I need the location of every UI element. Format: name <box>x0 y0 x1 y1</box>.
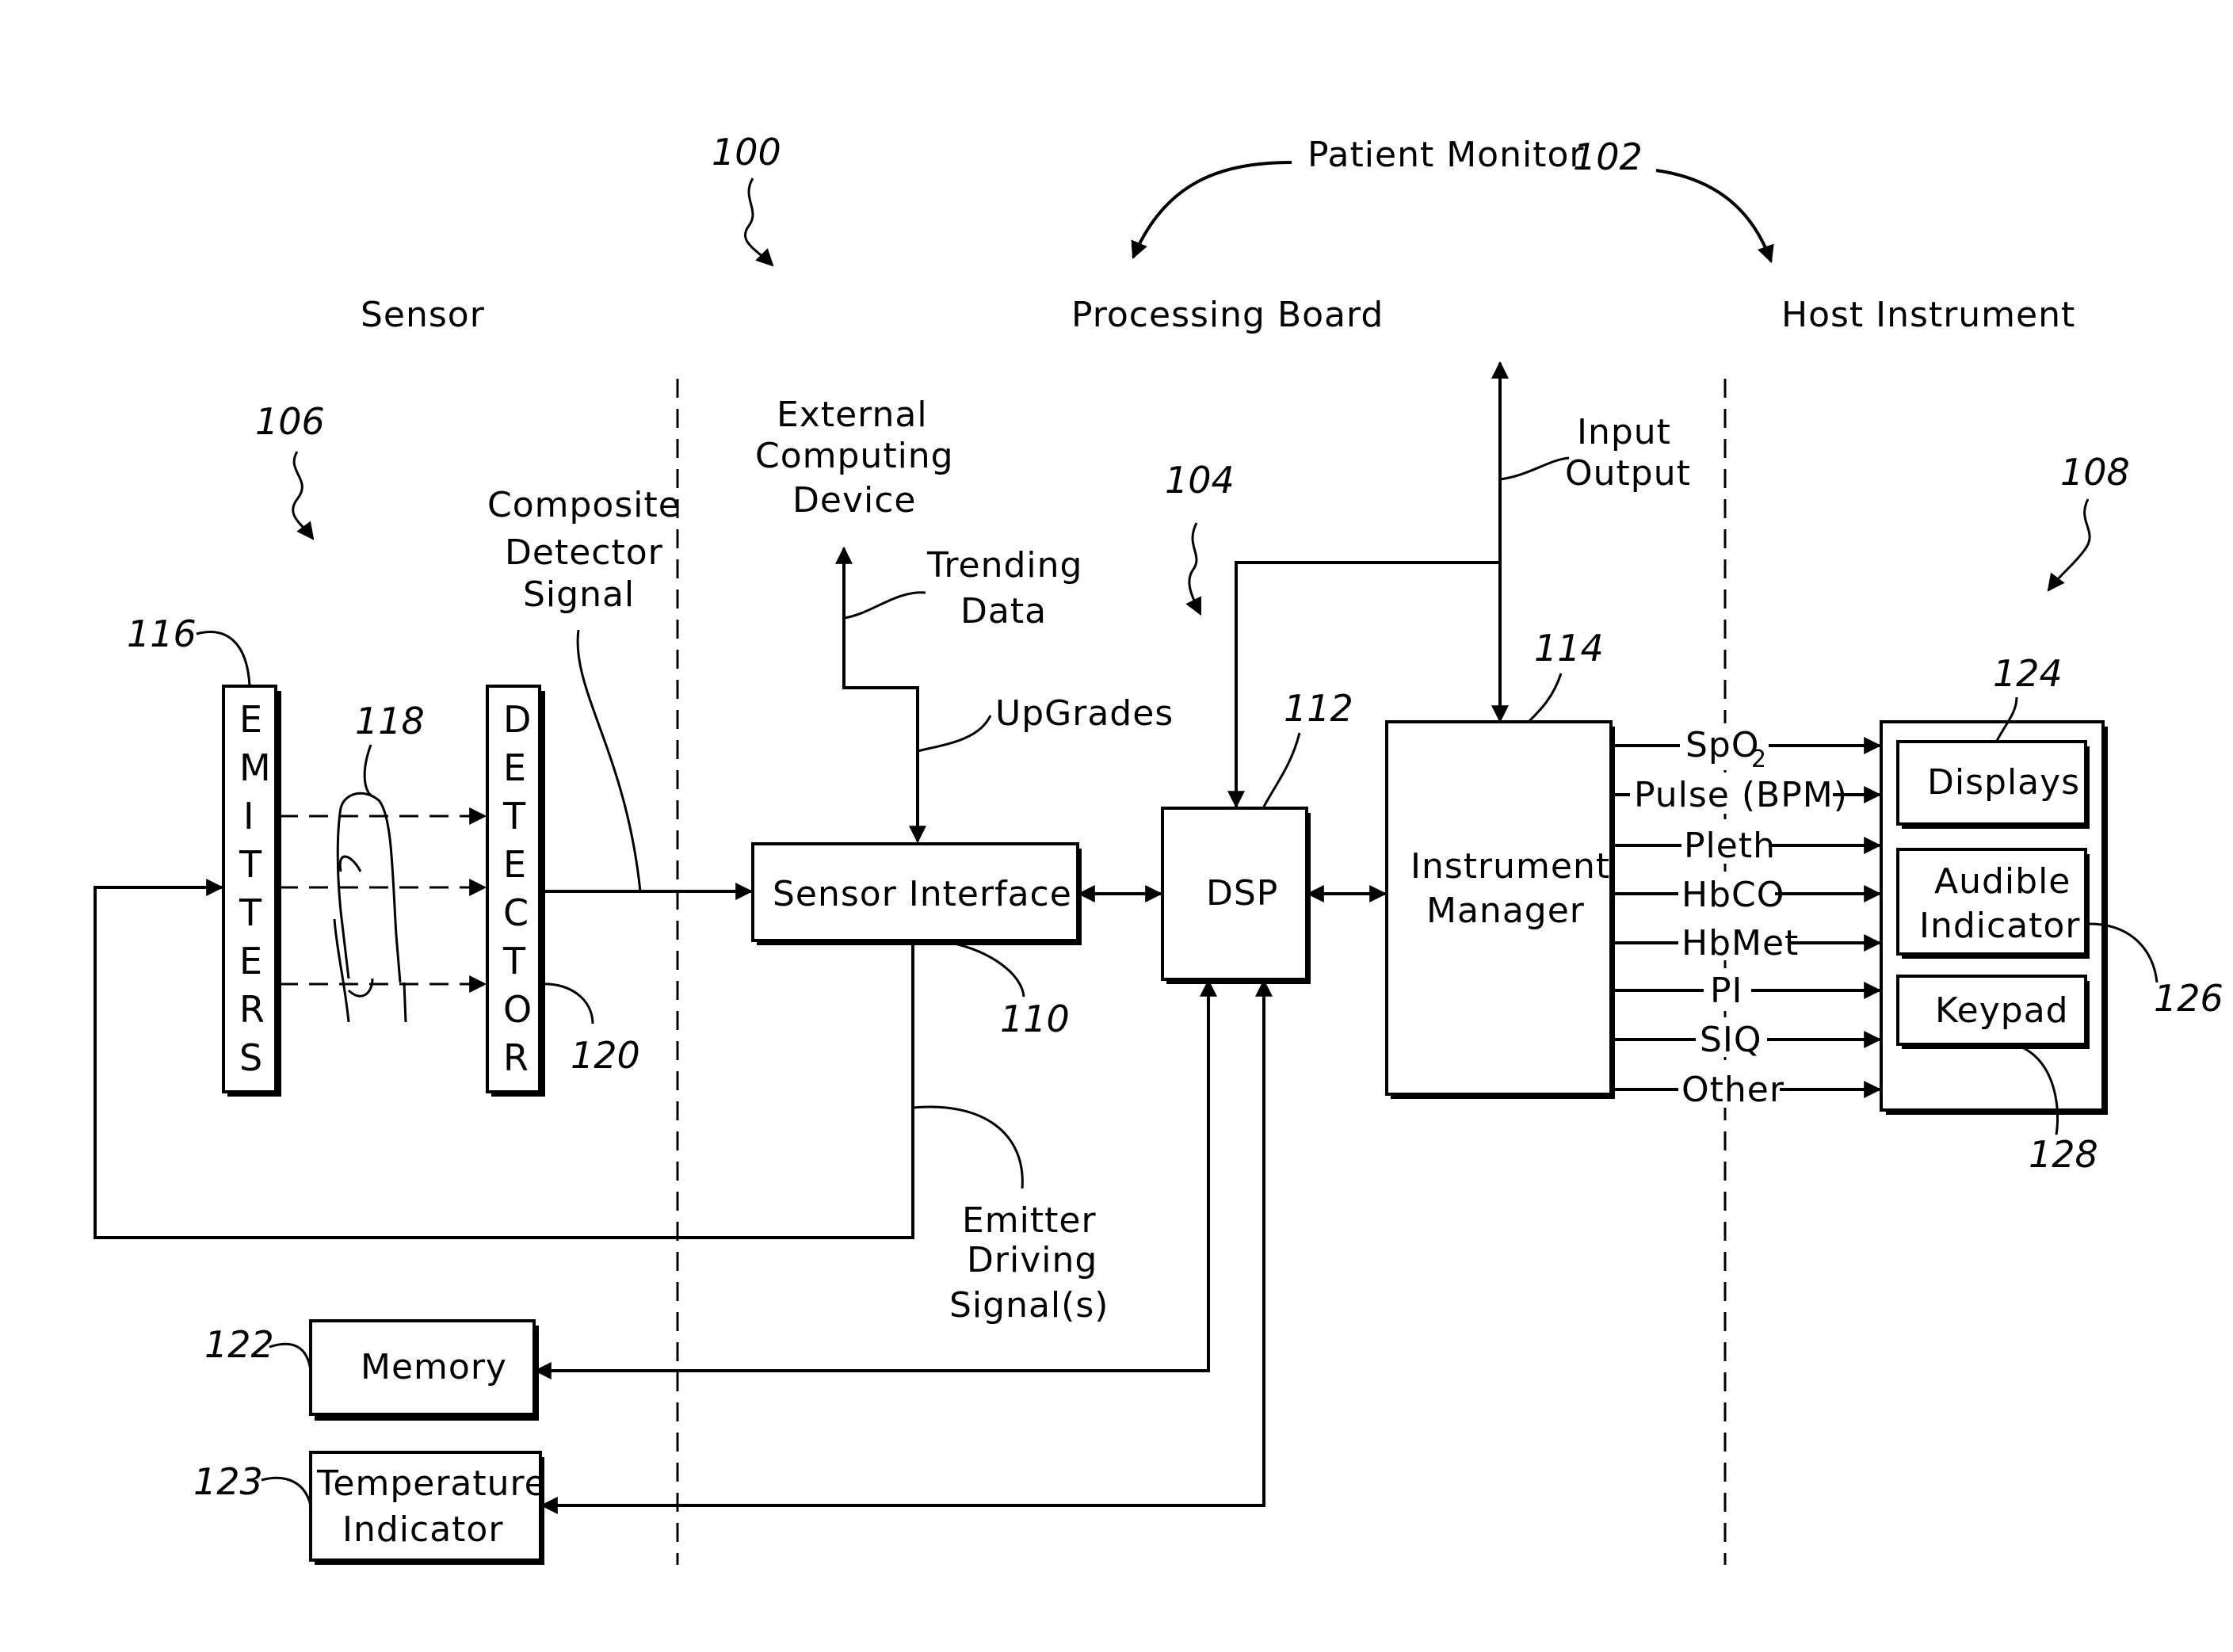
ref-122: 122 <box>204 1323 274 1366</box>
output-hbmet: HbMet <box>1681 923 1799 963</box>
svg-text:Driving: Driving <box>967 1240 1097 1280</box>
svg-text:I: I <box>243 795 254 837</box>
ref-108-leader <box>2048 499 2090 590</box>
external-computing-device-label: External Computing Device <box>755 395 954 521</box>
dsp-temperature-link <box>542 981 1264 1505</box>
output-hbco: HbCO <box>1681 875 1784 915</box>
output-spo2-subscript: 2 <box>1751 746 1766 773</box>
svg-text:Data: Data <box>960 591 1047 631</box>
svg-text:E: E <box>239 698 262 741</box>
svg-text:E: E <box>503 843 526 886</box>
trending-data-leader <box>844 593 926 618</box>
svg-text:Signal: Signal <box>523 574 635 615</box>
svg-text:M: M <box>239 746 271 789</box>
ref-116: 116 <box>127 612 197 655</box>
ref-112: 112 <box>1284 687 1353 730</box>
svg-text:Device: Device <box>792 480 916 521</box>
ref-123: 123 <box>193 1460 263 1503</box>
ref-104: 104 <box>1165 459 1235 502</box>
svg-text:R: R <box>239 988 265 1031</box>
svg-text:S: S <box>239 1036 262 1079</box>
input-output-leader <box>1500 458 1569 479</box>
svg-text:Trending: Trending <box>926 545 1082 586</box>
svg-text:Manager: Manager <box>1426 891 1585 931</box>
dsp-label: DSP <box>1206 873 1278 914</box>
svg-text:Output: Output <box>1565 453 1691 494</box>
svg-text:Indicator: Indicator <box>1919 906 2080 946</box>
svg-text:Signal(s): Signal(s) <box>949 1285 1109 1326</box>
svg-text:E: E <box>503 746 526 789</box>
memory-label: Memory <box>361 1347 507 1387</box>
sensor-interface-label: Sensor Interface <box>773 874 1072 914</box>
svg-text:Indicator: Indicator <box>342 1509 503 1550</box>
svg-text:C: C <box>503 891 529 934</box>
svg-text:D: D <box>503 698 531 741</box>
ref-120-leader <box>541 984 593 1024</box>
svg-text:Detector: Detector <box>505 532 663 573</box>
trending-upgrades-line <box>844 688 918 841</box>
output-siq: SIQ <box>1700 1020 1762 1060</box>
ref-110-leader <box>951 943 1024 997</box>
ref-112-leader <box>1264 733 1300 807</box>
svg-text:Temperature: Temperature <box>316 1463 547 1504</box>
processing-board-region-label: Processing Board <box>1071 295 1384 335</box>
ref-102: 102 <box>1573 135 1643 178</box>
composite-detector-signal-label: Composite Detector Signal <box>487 485 681 615</box>
ref-108: 108 <box>2060 451 2130 494</box>
ref-122-leader <box>269 1344 311 1371</box>
ref-118: 118 <box>355 700 425 742</box>
displays-label: Displays <box>1927 762 2080 803</box>
output-other: Other <box>1681 1070 1784 1110</box>
output-pulse: Pulse (BPM) <box>1634 775 1848 815</box>
upgrades-leader <box>918 715 991 751</box>
svg-text:Audible: Audible <box>1934 861 2071 902</box>
svg-text:Composite: Composite <box>487 485 681 525</box>
ref-114-leader <box>1529 673 1561 721</box>
patient-monitor-label: Patient Monitor <box>1307 135 1584 175</box>
ref-120: 120 <box>571 1034 640 1077</box>
svg-text:E: E <box>239 940 262 982</box>
svg-text:Input: Input <box>1577 412 1671 452</box>
patient-monitor-arc-right <box>1656 170 1771 261</box>
svg-text:Computing: Computing <box>755 436 954 476</box>
keypad-label: Keypad <box>1935 990 2069 1031</box>
svg-text:Instrument: Instrument <box>1410 846 1610 887</box>
emitter-driving-leader <box>913 1107 1022 1188</box>
ref-124: 124 <box>1993 652 2063 695</box>
ref-100: 100 <box>712 131 781 174</box>
upgrades-label: UpGrades <box>995 693 1174 734</box>
trending-data-label: Trending Data <box>926 545 1082 631</box>
host-instrument-region-label: Host Instrument <box>1781 295 2075 335</box>
patient-monitor-arc-left <box>1133 162 1292 258</box>
ref-110: 110 <box>1000 998 1070 1040</box>
ref-100-leader <box>745 178 773 265</box>
svg-text:T: T <box>239 843 262 886</box>
ref-106-leader <box>293 452 313 539</box>
svg-text:O: O <box>503 988 532 1031</box>
composite-signal-leader <box>578 630 640 891</box>
input-output-label: Input Output <box>1565 412 1691 494</box>
ref-116-leader <box>197 632 250 686</box>
svg-text:Emitter: Emitter <box>962 1200 1097 1241</box>
output-pleth: Pleth <box>1684 826 1776 866</box>
sensor-region-label: Sensor <box>361 295 485 335</box>
svg-text:T: T <box>502 940 526 982</box>
svg-text:R: R <box>503 1036 529 1079</box>
ref-104-leader <box>1189 523 1200 614</box>
output-spo2: SpO <box>1685 725 1760 765</box>
svg-text:T: T <box>239 891 262 934</box>
output-pi: PI <box>1710 971 1743 1011</box>
ref-114: 114 <box>1534 627 1604 670</box>
svg-text:T: T <box>502 795 526 837</box>
emitter-driving-signals-label: Emitter Driving Signal(s) <box>949 1200 1109 1326</box>
svg-text:External: External <box>777 395 928 435</box>
ref-123-leader <box>261 1478 311 1505</box>
ref-128: 128 <box>2029 1133 2098 1176</box>
ref-106: 106 <box>255 400 325 443</box>
finger-icon <box>334 745 406 1022</box>
ref-126: 126 <box>2154 977 2223 1020</box>
